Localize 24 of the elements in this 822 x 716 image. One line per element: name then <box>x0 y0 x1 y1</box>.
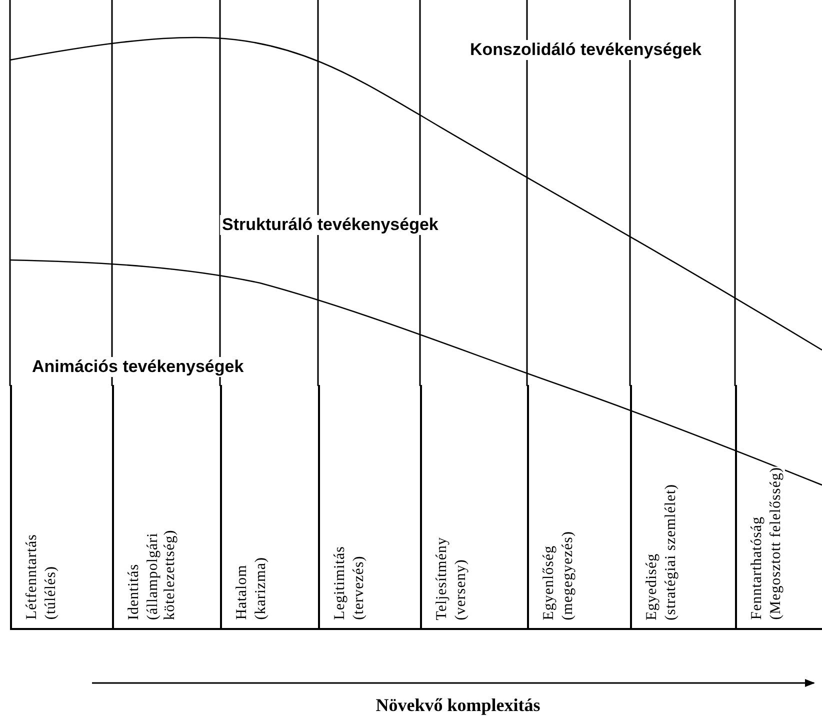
column-band <box>527 385 630 630</box>
region-label: Konszolidáló tevékenységek <box>468 40 704 60</box>
column-title: Fenntarthatóság <box>749 516 766 620</box>
column-title: Egyediség <box>644 553 661 620</box>
column-subtitle: (tervezés) <box>351 556 368 620</box>
column-band <box>220 385 318 630</box>
column-band <box>735 385 822 630</box>
column-title: Egyenlőség <box>541 545 558 620</box>
column-subtitle: (Megosztott felelősség) <box>768 467 785 620</box>
column-band <box>318 385 420 630</box>
column-band <box>630 385 735 630</box>
column-subtitle: (verseny) <box>453 558 470 620</box>
column-title: Legitimitás <box>332 546 349 620</box>
region-label: Animációs tevékenységek <box>30 357 246 377</box>
column-subtitle: (stratégiai szemlélet) <box>663 484 680 620</box>
column-band <box>10 385 112 630</box>
column-title: Teljesítmény <box>434 536 451 620</box>
column-subtitle: (megegyezés) <box>560 530 577 620</box>
column-subtitle: (túlélés) <box>43 566 60 620</box>
axis-label: Növekvő komplexitás <box>376 695 540 716</box>
column-band <box>112 385 220 630</box>
column-subtitle: (karizma) <box>253 557 270 620</box>
column-band <box>420 385 527 630</box>
region-label: Strukturáló tevékenységek <box>220 215 440 235</box>
